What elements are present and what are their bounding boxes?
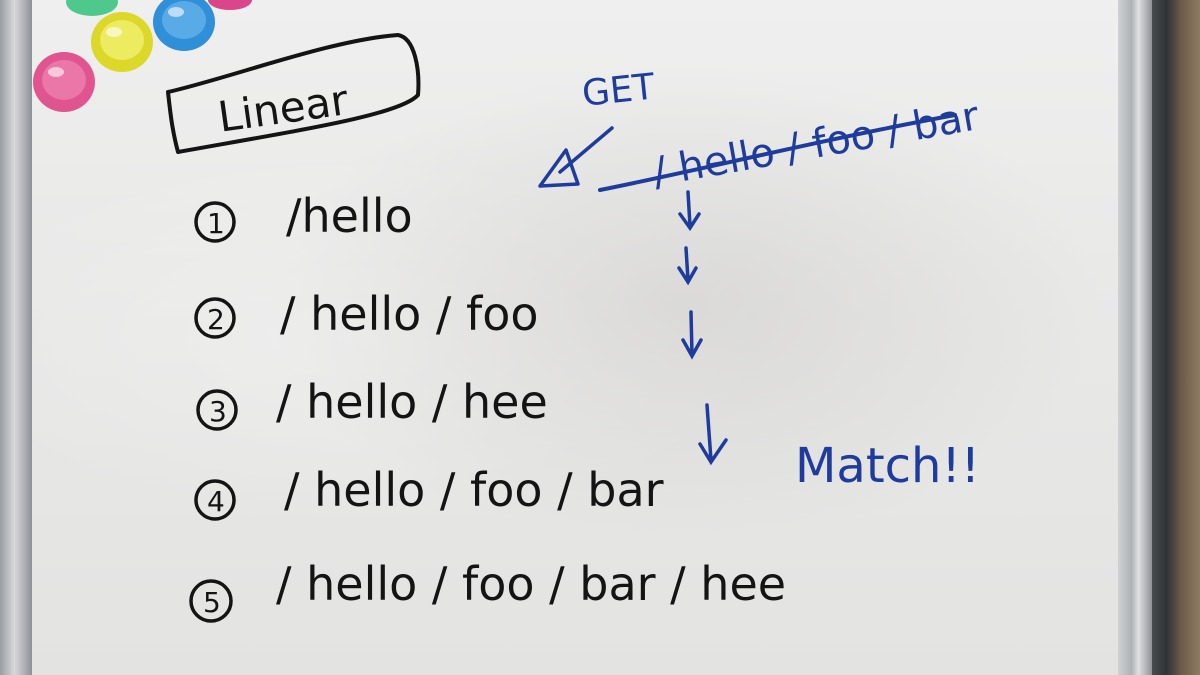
route-number: 5	[203, 586, 221, 619]
route-path: / hello / foo / bar / hee	[276, 557, 786, 611]
route-number-circle	[194, 201, 236, 243]
route-number-circle	[194, 297, 236, 339]
route-number-circle	[189, 579, 233, 623]
pointer-triangle-icon	[538, 126, 614, 188]
match-label: Match!!	[795, 438, 980, 494]
route-number: 4	[207, 485, 225, 518]
whiteboard-frame-right	[1118, 0, 1152, 675]
magnet-yellow-icon	[91, 12, 153, 72]
route-item-2: 2 / hello / foo	[194, 287, 539, 341]
arrow-down-icon	[678, 190, 701, 232]
route-path: / hello / hee	[276, 375, 548, 429]
magnets	[33, 0, 252, 112]
request-method: GET	[580, 66, 658, 114]
request-annotation: GET / hello / foo / bar	[538, 66, 983, 196]
magnet-magenta-icon	[208, 0, 252, 10]
route-item-1: 1 /hello	[194, 189, 413, 243]
arrow-down-icon	[681, 310, 703, 360]
title-box: Linear	[166, 33, 421, 154]
route-number: 2	[207, 303, 225, 336]
route-number-circle	[196, 389, 238, 431]
whiteboard-frame-left	[0, 0, 32, 675]
route-number-circle	[194, 479, 236, 521]
magnet-blue-icon	[153, 0, 215, 51]
route-path: /hello	[286, 189, 413, 243]
route-number: 3	[209, 395, 227, 428]
route-path: / hello / foo	[280, 287, 539, 341]
arrow-down-icon	[677, 246, 698, 286]
arrow-down-icon	[698, 403, 728, 466]
route-number: 1	[207, 207, 225, 240]
route-path: / hello / foo / bar	[284, 463, 664, 517]
route-item-5: 5 / hello / foo / bar / hee	[189, 557, 786, 623]
title-text: Linear	[215, 75, 352, 142]
scan-arrows	[677, 190, 728, 466]
route-list: 1 /hello 2 / hello / foo 3 / hello / hee…	[189, 189, 786, 623]
magnet-pink-icon	[33, 52, 95, 112]
route-item-4: 4 / hello / foo / bar	[194, 463, 664, 521]
route-item-3: 3 / hello / hee	[196, 375, 548, 431]
wall-background	[1152, 0, 1200, 675]
request-underline	[598, 113, 957, 192]
magnet-green-icon	[66, 0, 118, 16]
